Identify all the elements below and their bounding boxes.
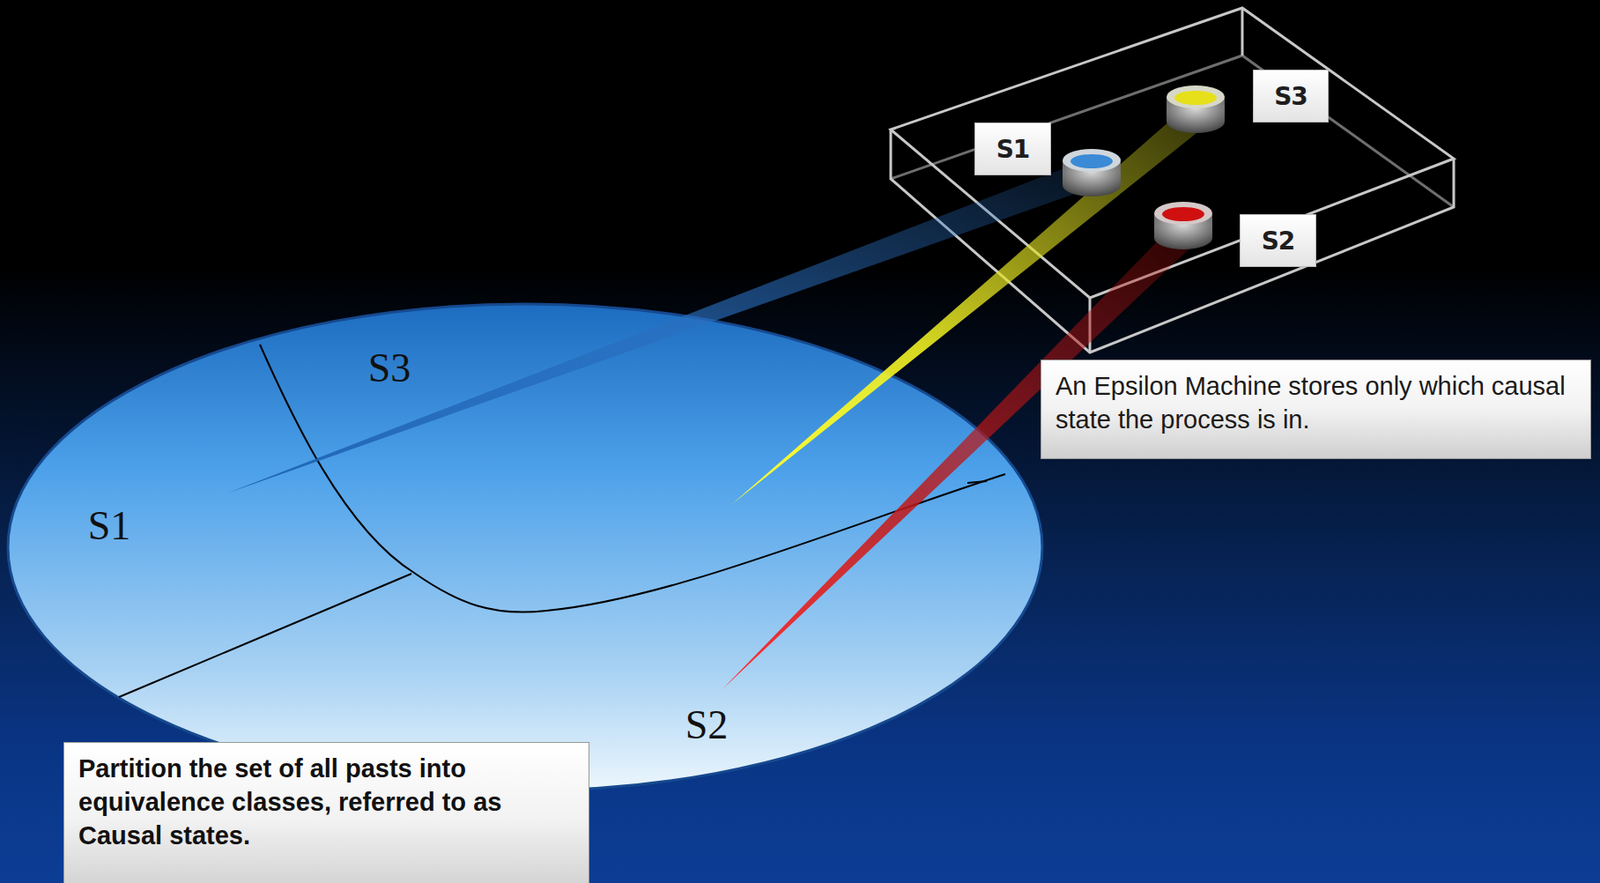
state-label: S2 [1261, 226, 1296, 256]
red-beam [722, 230, 1203, 689]
region-label: S1 [88, 502, 132, 549]
blue-cylinder [1062, 148, 1121, 197]
state-tag: S3 [1252, 69, 1329, 123]
state-label: S1 [996, 134, 1030, 164]
partition-curve [259, 344, 1006, 613]
state-label: S3 [1274, 81, 1308, 112]
yellow-cylinder [1166, 85, 1225, 134]
state-tag: S1 [974, 122, 1052, 176]
note-text: Partition the set of all pasts into equi… [78, 751, 575, 852]
partition-line [118, 573, 412, 697]
note-box: Partition the set of all pasts into equi… [63, 741, 590, 883]
state-tag: S2 [1239, 214, 1317, 267]
partition-tick [967, 481, 987, 483]
region-label: S2 [685, 701, 729, 749]
note-box: An Epsilon Machine stores only which cau… [1040, 359, 1592, 460]
red-cylinder [1154, 201, 1213, 250]
note-text: An Epsilon Machine stores only which cau… [1055, 369, 1577, 437]
region-label: S3 [368, 344, 412, 392]
